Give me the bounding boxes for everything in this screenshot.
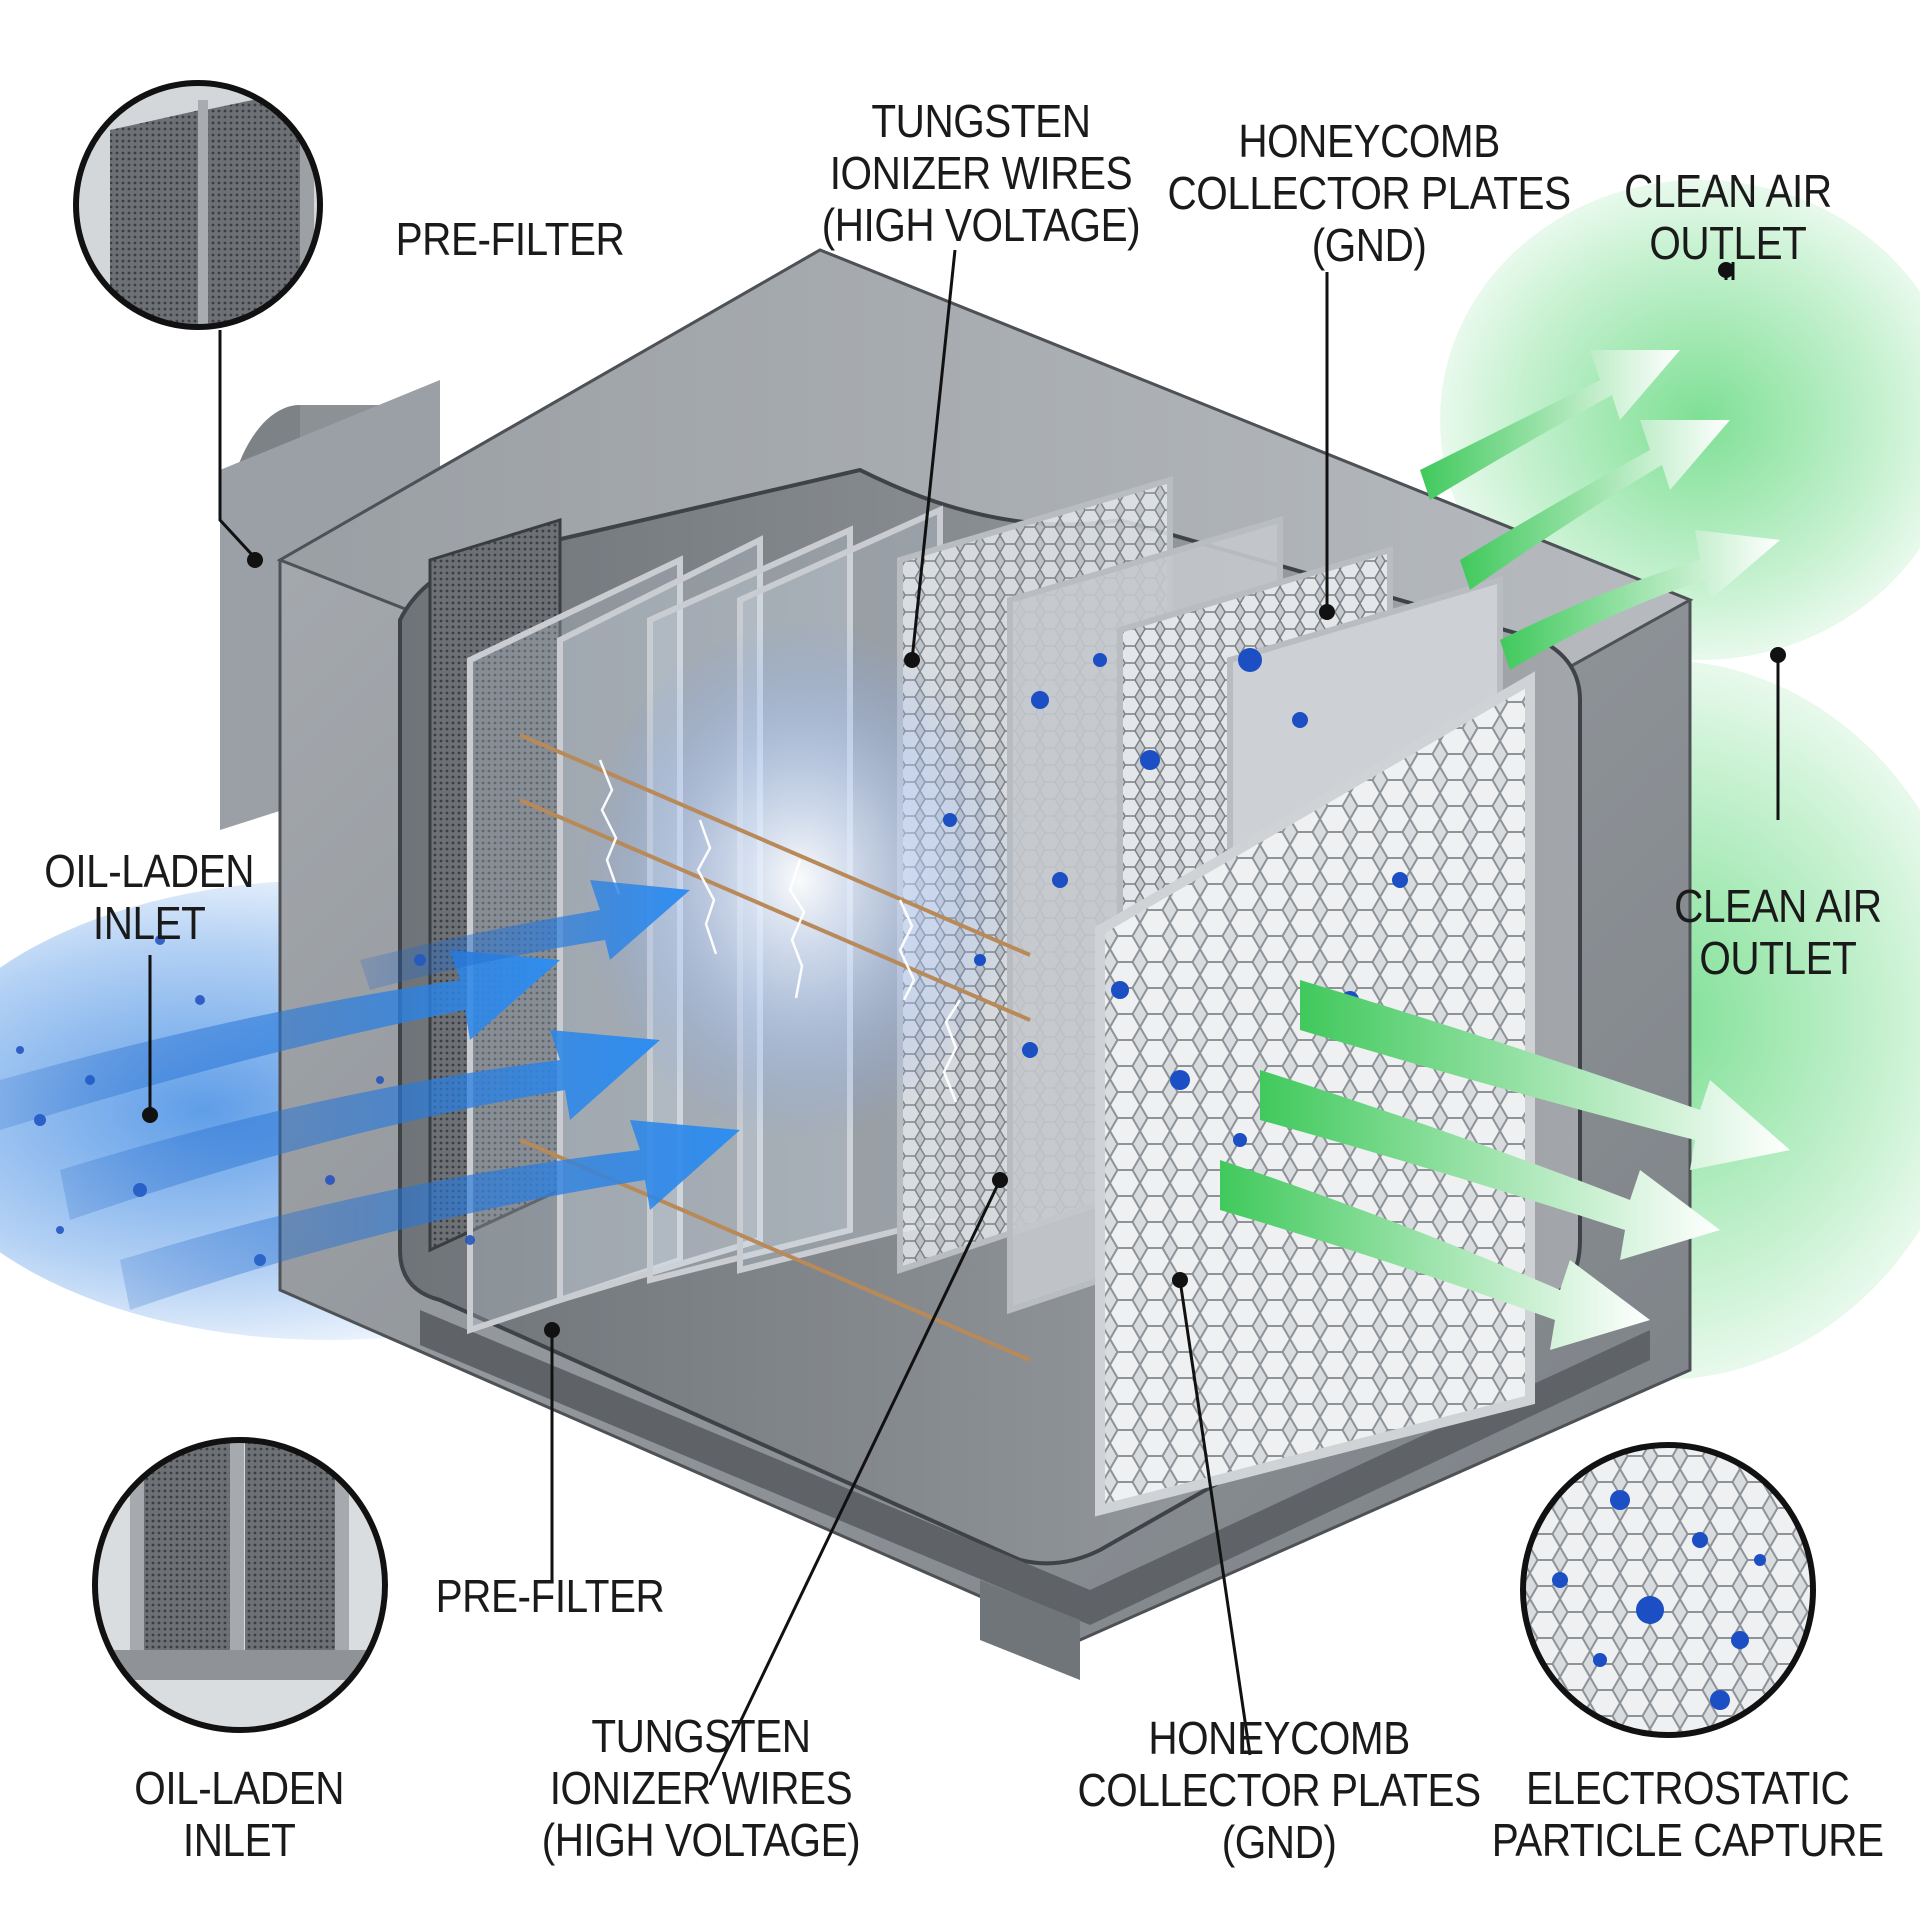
label-clean-outlet-top: CLEAN AIR OUTLET bbox=[1624, 165, 1832, 269]
label-ionizer-bottom: TUNGSTEN IONIZER WIRES (HIGH VOLTAGE) bbox=[541, 1710, 861, 1866]
label-prefilter-bottom: PRE-FILTER bbox=[435, 1570, 665, 1622]
label-clean-outlet-right: CLEAN AIR OUTLET bbox=[1674, 880, 1882, 984]
label-prefilter-top: PRE-FILTER bbox=[395, 213, 625, 265]
label-capture-bottom: ELECTROSTATIC PARTICLE CAPTURE bbox=[1491, 1762, 1884, 1866]
label-collector-bottom: HONEYCOMB COLLECTOR PLATES (GND) bbox=[1077, 1712, 1481, 1868]
label-inlet-left: OIL-LADEN INLET bbox=[44, 845, 255, 949]
label-ionizer-top: TUNGSTEN IONIZER WIRES (HIGH VOLTAGE) bbox=[821, 95, 1141, 251]
honeycomb-particle-detail-icon bbox=[1520, 1442, 1816, 1738]
mesh-filter-detail-icon bbox=[73, 80, 323, 330]
label-collector-top: HONEYCOMB COLLECTOR PLATES (GND) bbox=[1167, 115, 1571, 271]
label-inlet-bottom: OIL-LADEN INLET bbox=[134, 1762, 345, 1866]
